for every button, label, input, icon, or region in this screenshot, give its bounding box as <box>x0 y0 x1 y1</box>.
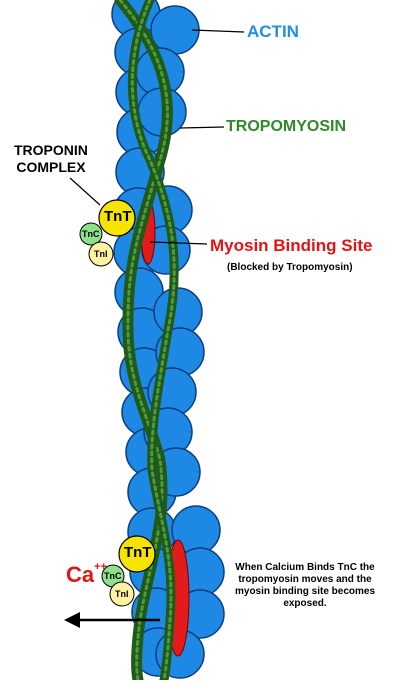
myosin-binding-site-label: Myosin Binding Site <box>210 236 372 256</box>
tnc-label-bottom: TnC <box>104 571 122 581</box>
troponin-complex-label: TROPONIN COMPLEX <box>14 142 88 176</box>
tni-label-bottom: TnI <box>115 589 129 599</box>
troponin-complex-label-line1: TROPONIN <box>14 142 88 159</box>
tnt-label-top: TnT <box>104 208 132 225</box>
actin-label: ACTIN <box>247 22 299 42</box>
tnt-label-bottom: TnT <box>124 544 152 561</box>
calcium-label: Ca++ <box>66 562 107 588</box>
tropomyosin-label: TROPOMYOSIN <box>226 118 346 136</box>
tni-label-top: TnI <box>94 249 108 259</box>
troponin-complex-label-line2: COMPLEX <box>14 159 88 176</box>
tnc-label-top: TnC <box>82 229 100 239</box>
blocked-by-tropomyosin-label: (Blocked by Tropomyosin) <box>227 262 353 273</box>
calcium-symbol: Ca <box>66 562 94 587</box>
calcium-note: When Calcium Binds TnC the tropomyosin m… <box>230 562 380 610</box>
